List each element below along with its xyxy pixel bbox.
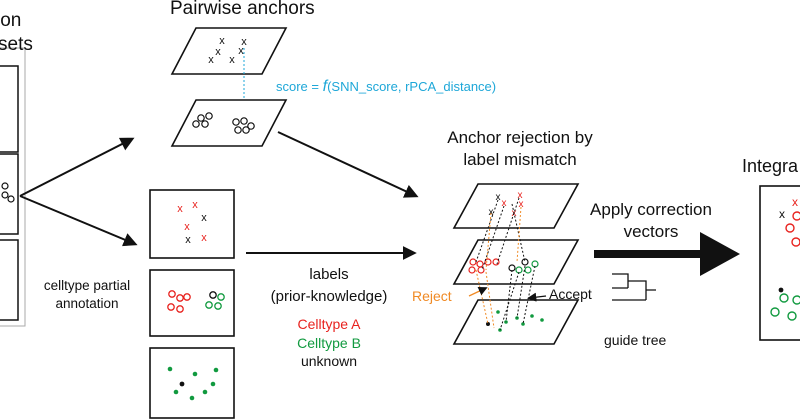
anchor-x: x (238, 45, 244, 57)
legend-unknown: unknown (300, 353, 358, 369)
apply-correction-line2: vectors (623, 222, 679, 241)
svg-text:x: x (177, 203, 183, 215)
reject-pointer (468, 286, 488, 297)
accept-label: Accept (549, 286, 592, 302)
score-function: f (322, 78, 328, 95)
apply-arrow (594, 232, 740, 276)
svg-text:x: x (502, 198, 507, 209)
svg-text:x: x (201, 212, 207, 224)
accept-pointer (527, 292, 547, 302)
anchor-rejection-title-line2: label mismatch (463, 150, 577, 169)
rejection-plane-bottom (452, 299, 580, 345)
score-args: (SNN_score, rPCA_distance) (327, 79, 497, 94)
datasets-title-line2: sets (0, 34, 33, 55)
svg-text:x: x (489, 207, 494, 218)
annotation-box-1: x x x x x x (149, 189, 235, 259)
svg-text:x: x (192, 199, 198, 211)
datasets-title-line1: ion (0, 10, 22, 31)
guide-tree-icon (612, 273, 656, 301)
svg-text:x: x (792, 195, 798, 209)
anchor-x: x (219, 35, 225, 47)
legend-celltype-b: Celltype B (297, 335, 361, 351)
anchor-x: x (215, 46, 221, 58)
annotation-box-3 (149, 347, 235, 419)
svg-text:x: x (496, 192, 501, 203)
labels-title-line1: labels (309, 266, 349, 283)
score-prefix: score = (276, 79, 323, 94)
svg-text:x: x (518, 190, 523, 201)
svg-text:x: x (201, 232, 207, 244)
legend-celltype-a: Celltype A (297, 316, 361, 332)
anchor-x: x (241, 36, 247, 48)
pairwise-top-plane: x x x x x x (170, 27, 288, 75)
datasets-panel (0, 47, 26, 327)
guide-tree-label: guide tree (604, 332, 667, 348)
integrated-title: Integra (742, 156, 799, 176)
reject-label: Reject (412, 288, 452, 304)
pairwise-bottom-plane (170, 99, 288, 147)
anchor-links (475, 197, 536, 331)
celltype-partial-line2: annotation (55, 296, 119, 311)
svg-text:x: x (519, 199, 524, 210)
svg-text:x: x (779, 207, 785, 221)
anchor-x: x (208, 54, 214, 66)
anchor-x: x (229, 54, 235, 66)
svg-text:x: x (185, 234, 191, 246)
apply-correction-line1: Apply correction (590, 200, 712, 219)
annotation-box-2 (149, 269, 235, 337)
integrated-panel: x x (759, 185, 800, 341)
svg-text:x: x (184, 221, 190, 233)
rejection-plane-middle (452, 239, 580, 285)
anchor-rejection-title-line1: Anchor rejection by (447, 128, 593, 147)
pairwise-anchors-title: Pairwise anchors (170, 0, 315, 19)
split-arrows (19, 137, 138, 247)
arrow-to-rejection (277, 131, 419, 198)
celltype-partial-line1: celltype partial (43, 278, 131, 293)
score-formula: score = f(SNN_score, rPCA_distance) (276, 78, 496, 96)
labels-title-line2: (prior-knowledge) (270, 288, 388, 305)
